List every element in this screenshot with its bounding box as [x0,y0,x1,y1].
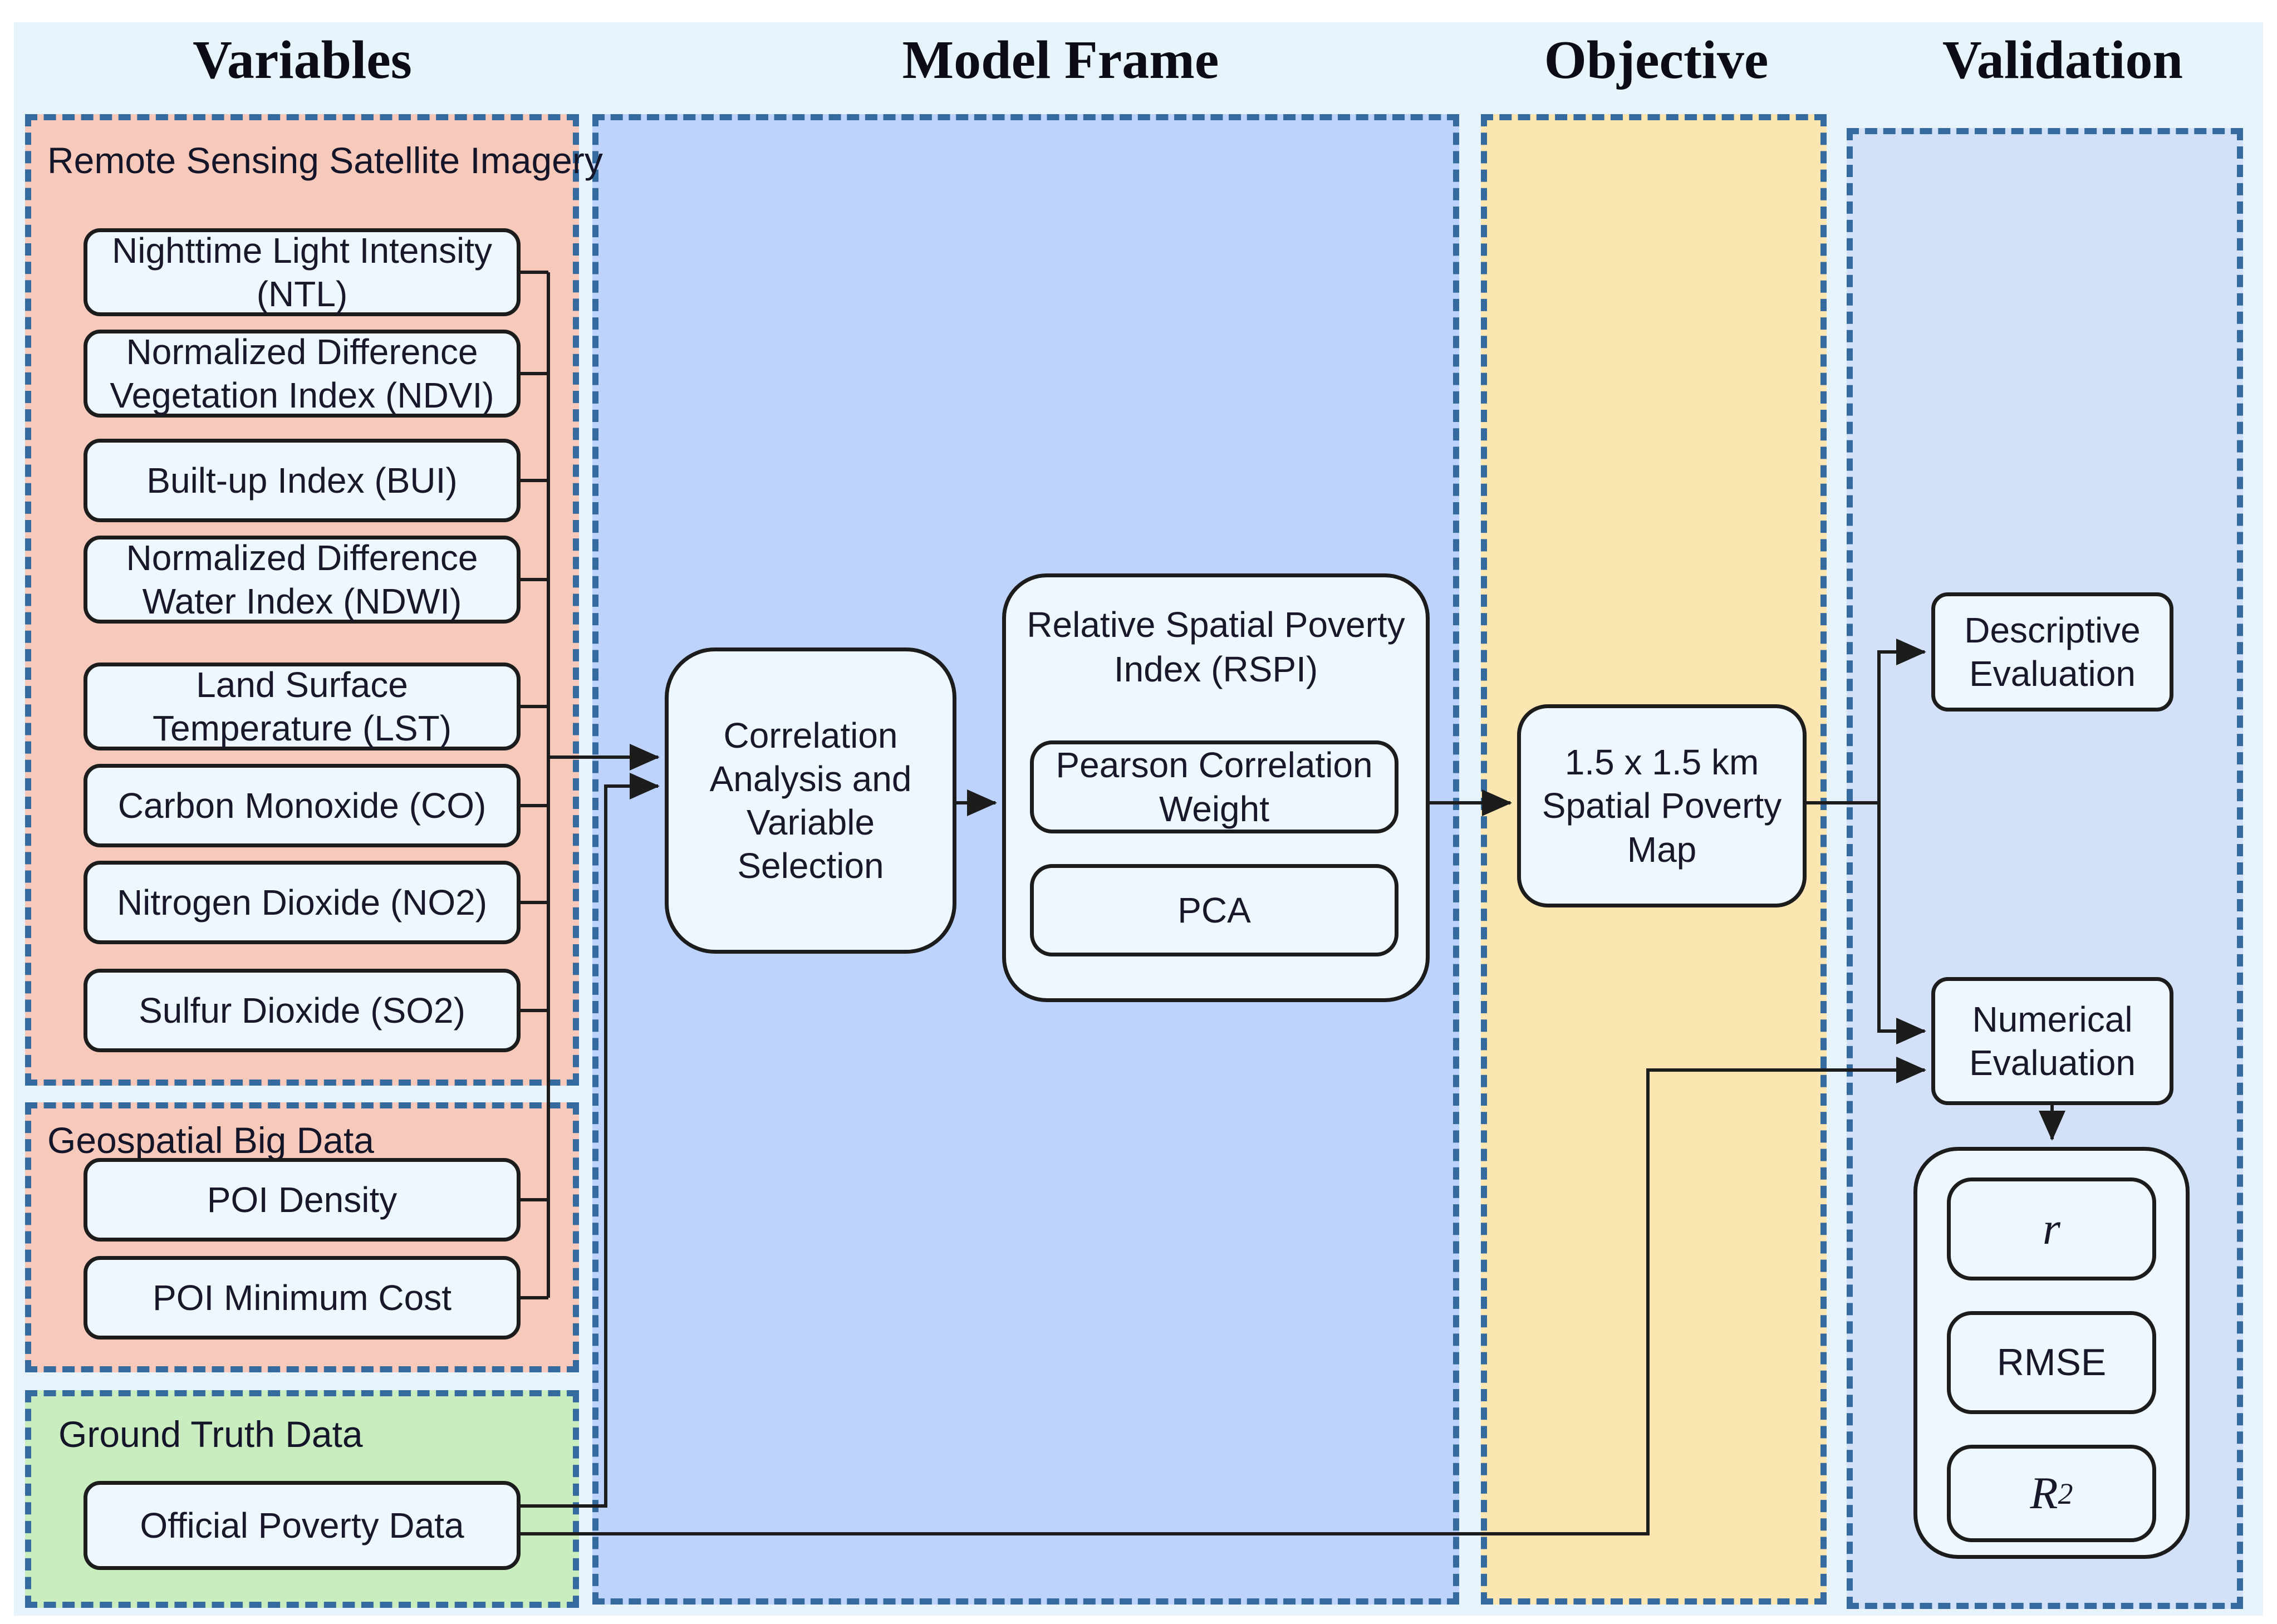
variable-box-poi-density: POI Density [84,1158,521,1242]
metric-box-r: r [1947,1177,2156,1280]
variable-label: POI Density [207,1179,398,1220]
column-header-validation: Validation [1942,30,2183,90]
numerical-evaluation-label: Numerical Evaluation [1969,999,2136,1083]
variable-box-poi-min-cost: POI Minimum Cost [84,1256,521,1340]
column-header-model-frame: Model Frame [902,30,1219,90]
metric-box-rmse: RMSE [1947,1311,2156,1414]
pca-label: PCA [1177,890,1251,930]
variable-label: Built-up Index (BUI) [146,460,458,501]
metric-rmse-label: RMSE [1996,1341,2107,1384]
variable-label: Carbon Monoxide (CO) [117,785,487,826]
descriptive-evaluation-label: Descriptive Evaluation [1964,610,2141,694]
remote-sensing-label: Remote Sensing Satellite Imagery [47,140,603,181]
spatial-poverty-map-box: 1.5 x 1.5 km Spatial Poverty Map [1517,704,1807,907]
ground-truth-label: Ground Truth Data [58,1414,363,1455]
pearson-label: Pearson Correlation Weight [1056,745,1373,829]
column-header-variables: Variables [193,30,412,90]
variable-box-ndwi: Normalized Difference Water Index (NDWI) [84,536,521,624]
pca-box: PCA [1030,864,1398,956]
variable-label: Nitrogen Dioxide (NO2) [116,882,488,923]
variable-label: Normalized Difference Water Index (NDWI) [126,537,478,621]
column-header-objective: Objective [1544,30,1769,90]
variable-box-bui: Built-up Index (BUI) [84,439,521,522]
variable-box-ndvi: Normalized Difference Vegetation Index (… [84,330,521,418]
variable-label: Land Surface Temperature (LST) [152,664,452,748]
pearson-correlation-box: Pearson Correlation Weight [1030,740,1398,833]
variable-label: POI Minimum Cost [153,1277,452,1318]
metric-r-label: r [2043,1203,2060,1254]
variable-label: Sulfur Dioxide (SO2) [139,990,465,1031]
correlation-analysis-box: Correlation Analysis and Variable Select… [665,647,956,954]
geospatial-label: Geospatial Big Data [47,1120,375,1161]
rspi-title: Relative Spatial Poverty Index (RSPI) [1027,605,1405,689]
correlation-analysis-label: Correlation Analysis and Variable Select… [709,715,912,886]
descriptive-evaluation-box: Descriptive Evaluation [1931,592,2173,712]
variable-label: Normalized Difference Vegetation Index (… [110,331,494,415]
variable-box-so2: Sulfur Dioxide (SO2) [84,969,521,1052]
numerical-evaluation-box: Numerical Evaluation [1931,977,2173,1105]
variable-box-official-poverty: Official Poverty Data [84,1481,521,1570]
spatial-poverty-map-label: 1.5 x 1.5 km Spatial Poverty Map [1542,742,1782,870]
variable-box-ntl: Nighttime Light Intensity (NTL) [84,228,521,316]
variable-label: Official Poverty Data [140,1505,464,1546]
variable-box-co: Carbon Monoxide (CO) [84,764,521,847]
variable-label: Nighttime Light Intensity (NTL) [112,230,492,314]
variable-box-no2: Nitrogen Dioxide (NO2) [84,861,521,944]
variable-box-lst: Land Surface Temperature (LST) [84,663,521,750]
metric-r-squared-label: R [2030,1468,2058,1519]
